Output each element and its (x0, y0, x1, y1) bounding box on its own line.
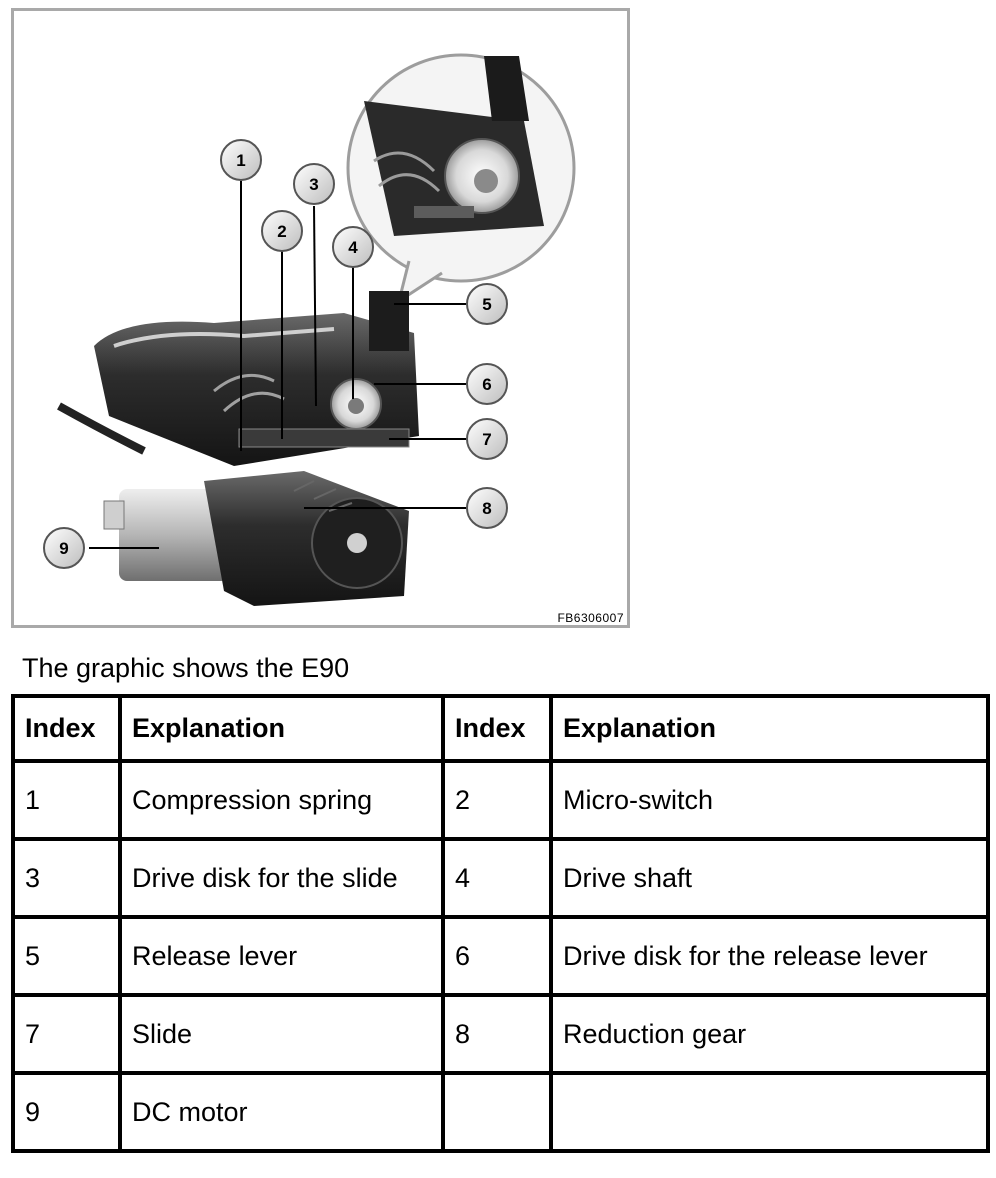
explanation-cell: Drive disk for the release lever (549, 915, 990, 997)
header-index: Index (441, 694, 553, 763)
explanation-cell: Release lever (118, 915, 445, 997)
explanation-cell: Micro-switch (549, 759, 990, 841)
actuator-illustration: 1 2 3 4 5 6 7 8 (43, 53, 624, 625)
callout-1: 1 (220, 139, 262, 181)
index-cell: 4 (441, 837, 553, 919)
callout-4: 4 (332, 226, 374, 268)
table-header-row: Index Explanation Index Explanation (11, 694, 990, 763)
svg-text:8: 8 (482, 499, 491, 518)
svg-text:1: 1 (236, 151, 245, 170)
component-figure: 1 2 3 4 5 6 7 8 (11, 8, 630, 628)
svg-text:7: 7 (482, 430, 491, 449)
svg-text:2: 2 (277, 222, 286, 241)
svg-text:3: 3 (309, 175, 318, 194)
callout-5: 5 (466, 283, 508, 325)
index-cell: 8 (441, 993, 553, 1075)
table-row: 3 Drive disk for the slide 4 Drive shaft (11, 837, 990, 919)
explanation-cell: DC motor (118, 1071, 445, 1153)
index-cell: 6 (441, 915, 553, 997)
legend-table: Index Explanation Index Explanation 1 Co… (11, 694, 990, 1153)
leader-lines (89, 181, 466, 549)
explanation-cell: Drive disk for the slide (118, 837, 445, 919)
table-row: 1 Compression spring 2 Micro-switch (11, 759, 990, 841)
upper-housing (57, 291, 419, 466)
lower-motor-assembly (103, 471, 409, 606)
table-row: 7 Slide 8 Reduction gear (11, 993, 990, 1075)
callout-3: 3 (293, 163, 335, 205)
index-cell: 7 (11, 993, 122, 1075)
figure-caption: The graphic shows the E90 (22, 653, 350, 683)
callout-8: 8 (466, 487, 508, 529)
explanation-cell (549, 1071, 990, 1153)
magnified-inset (346, 53, 576, 305)
callout-7: 7 (466, 418, 508, 460)
index-cell: 3 (11, 837, 122, 919)
svg-text:6: 6 (482, 375, 491, 394)
explanation-cell: Reduction gear (549, 993, 990, 1075)
index-cell: 2 (441, 759, 553, 841)
table-row: 5 Release lever 6 Drive disk for the rel… (11, 915, 990, 997)
explanation-cell: Slide (118, 993, 445, 1075)
svg-text:5: 5 (482, 295, 491, 314)
table-row: 9 DC motor (11, 1071, 990, 1153)
svg-text:4: 4 (348, 238, 358, 257)
callout-2: 2 (261, 210, 303, 252)
header-explanation: Explanation (549, 694, 990, 763)
callout-6: 6 (466, 363, 508, 405)
callout-9: 9 (43, 527, 85, 569)
figure-code: FB6306007 (557, 611, 624, 625)
header-index: Index (11, 694, 122, 763)
svg-text:9: 9 (59, 539, 68, 558)
index-cell: 9 (11, 1071, 122, 1153)
explanation-cell: Drive shaft (549, 837, 990, 919)
index-cell (441, 1071, 553, 1153)
index-cell: 5 (11, 915, 122, 997)
explanation-cell: Compression spring (118, 759, 445, 841)
index-cell: 1 (11, 759, 122, 841)
header-explanation: Explanation (118, 694, 445, 763)
